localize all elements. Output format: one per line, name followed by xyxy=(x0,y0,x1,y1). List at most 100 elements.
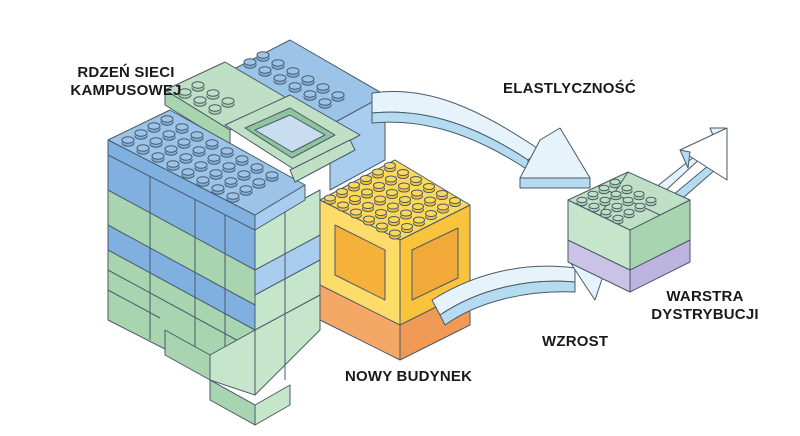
stud-top xyxy=(621,184,633,192)
stud-top xyxy=(350,208,362,216)
stud-top xyxy=(211,184,225,192)
stud-top xyxy=(162,130,176,138)
stud-top xyxy=(286,67,300,75)
stud-top xyxy=(423,182,435,191)
stud-top xyxy=(318,98,332,106)
stud-top xyxy=(252,178,266,186)
stud-top xyxy=(192,146,206,154)
stud-top xyxy=(235,155,249,163)
stud-top xyxy=(388,215,400,224)
stud-top xyxy=(399,195,411,204)
stud-top xyxy=(324,194,336,202)
stud-top xyxy=(243,58,257,66)
stud-top xyxy=(600,208,612,216)
stud-top xyxy=(425,209,437,218)
label-campus-core-line2: KAMPUSOWEJ xyxy=(70,82,182,99)
stud-top xyxy=(413,216,425,224)
label-growth: WZROST xyxy=(542,333,609,350)
stud-top xyxy=(221,97,235,105)
stud-top xyxy=(151,152,165,160)
stud-top xyxy=(623,208,635,216)
stud-top xyxy=(645,196,657,204)
elasticity-arrow xyxy=(371,91,591,189)
stud-top xyxy=(384,161,396,170)
stud-top xyxy=(316,83,330,91)
stud-top xyxy=(362,201,374,210)
stud-top xyxy=(412,202,424,211)
stud-top xyxy=(397,168,409,177)
stud-top xyxy=(375,208,387,217)
stud-top xyxy=(331,91,345,99)
distribution-layer-block xyxy=(567,127,728,293)
stud-top xyxy=(273,74,287,82)
stud-top xyxy=(349,194,361,203)
label-elasticity: ELASTLYCZNOŚĆ xyxy=(503,80,636,97)
stud-top xyxy=(360,174,372,183)
stud-top xyxy=(398,182,410,190)
stud-top xyxy=(389,229,401,237)
stud-top xyxy=(437,203,449,211)
stud-top xyxy=(411,189,423,197)
stud-top xyxy=(205,139,219,147)
stud-top xyxy=(361,188,373,196)
stud-top xyxy=(363,215,375,223)
stud-top xyxy=(588,202,600,210)
stud-top xyxy=(136,144,150,152)
stud-top xyxy=(401,222,413,231)
stud-top xyxy=(385,175,397,183)
stud-top xyxy=(576,196,588,204)
stud-top xyxy=(191,81,205,89)
stud-top xyxy=(633,190,645,198)
stud-top xyxy=(250,163,264,171)
stud-top xyxy=(609,178,621,186)
label-new-building: NOWY BUDYNEK xyxy=(345,368,473,385)
label-campus-core-line1: RDZEŃ SIECI xyxy=(77,64,175,81)
stud-top xyxy=(121,136,135,144)
stud-top xyxy=(622,196,634,204)
studs-campus-core xyxy=(121,51,345,203)
stud-top xyxy=(587,190,599,198)
stud-top xyxy=(386,188,398,197)
stud-top xyxy=(599,196,611,204)
stud-top xyxy=(220,147,234,155)
stud-top xyxy=(336,187,348,196)
label-distribution-layer: WARSTRA DYSTRYBUCJI xyxy=(640,288,770,324)
new-building-block xyxy=(319,159,471,361)
stud-top xyxy=(237,170,251,178)
stud-top xyxy=(611,202,623,210)
studs-new-building xyxy=(324,161,461,240)
stud-top xyxy=(288,82,302,90)
stud-top xyxy=(207,154,221,162)
stud-top xyxy=(196,176,210,184)
stud-top xyxy=(348,181,360,189)
label-campus-core: RDZEŃ SIECI KAMPUSOWEJ xyxy=(66,64,186,100)
stud-top xyxy=(436,189,448,198)
campus-core-block xyxy=(107,39,386,426)
stud-top xyxy=(209,169,223,177)
stud-top xyxy=(449,196,461,205)
stud-top xyxy=(598,184,610,192)
stud-top xyxy=(376,222,388,230)
stud-top xyxy=(410,175,422,184)
stud-top xyxy=(147,122,161,130)
stud-top xyxy=(258,66,272,74)
stud-top xyxy=(224,177,238,185)
stud-top xyxy=(374,195,386,203)
stud-top xyxy=(193,96,207,104)
stud-top xyxy=(265,171,279,179)
stud-top xyxy=(175,123,189,131)
stud-top xyxy=(190,131,204,139)
stud-top xyxy=(134,129,148,137)
stud-top xyxy=(303,90,317,98)
stud-top xyxy=(337,201,349,209)
label-distribution-line1: WARSTRA xyxy=(666,288,744,305)
stud-top xyxy=(400,209,412,217)
stud-top xyxy=(372,168,384,176)
stud-top xyxy=(178,88,192,96)
stud-top xyxy=(387,202,399,210)
stud-top xyxy=(256,51,270,59)
stud-top xyxy=(164,145,178,153)
stud-top xyxy=(271,59,285,67)
stud-top xyxy=(301,75,315,83)
